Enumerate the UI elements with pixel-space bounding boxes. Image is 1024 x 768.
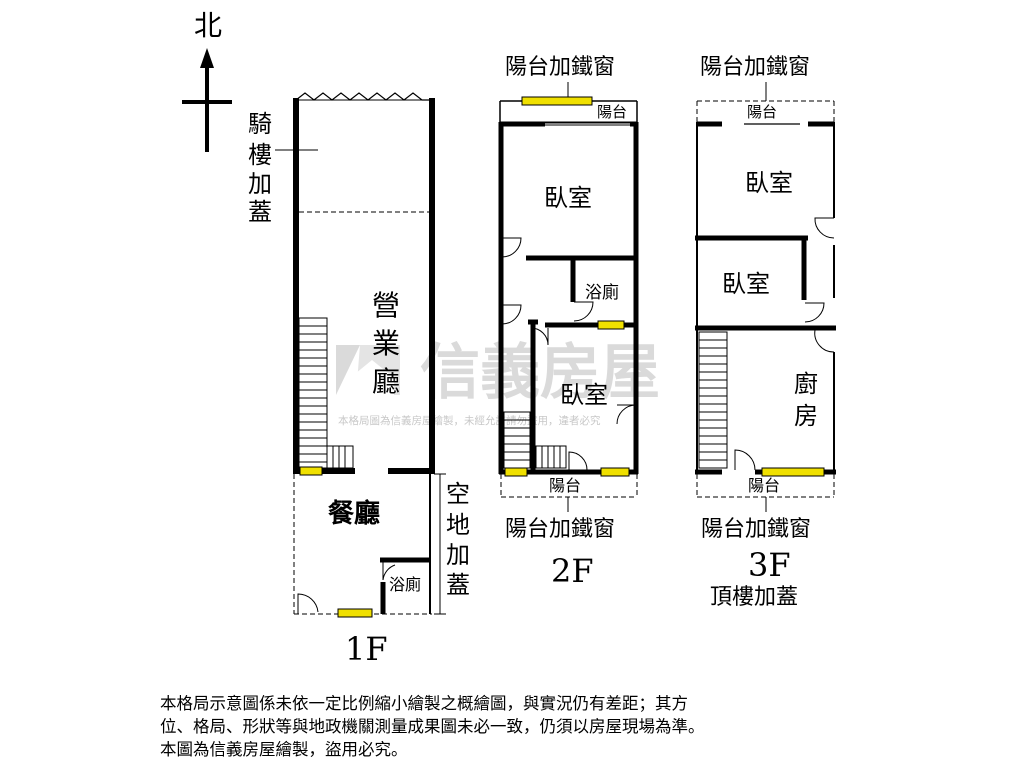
north-arrow: 北 — [182, 9, 232, 152]
label-vacant-1: 空 — [446, 480, 470, 508]
label-2f-bedroom-1: 臥室 — [544, 184, 592, 212]
watermark-brand: 信義房屋 — [420, 338, 660, 408]
label-arcade-2: 樓 — [248, 141, 272, 169]
caption-3f: 3F — [748, 546, 791, 584]
label-2f-window-bottom: 陽台加鐵窗 — [505, 517, 615, 542]
label-3f-balcony-bottom: 陽台 — [748, 476, 780, 495]
label-arcade-4: 蓋 — [248, 198, 272, 226]
window-3f-kitchen — [761, 467, 825, 477]
caption-2f: 2F — [551, 552, 594, 590]
door-1f-entry — [297, 593, 319, 614]
floor-2: 陽台加鐵窗 陽台 臥室 浴廁 臥室 陽台 陽台加鐵窗 2F — [498, 55, 639, 590]
door-1f-bath — [382, 560, 396, 581]
label-2f-balcony-top: 陽台 — [597, 103, 627, 121]
label-3f-balcony-top: 陽台 — [747, 103, 777, 121]
label-dining: 餐廳 — [328, 498, 380, 529]
watermark-logo-icon — [336, 345, 400, 395]
label-3f-bedroom-1: 臥室 — [745, 169, 793, 197]
window-1f-hall — [299, 466, 323, 476]
floor-3: 陽台加鐵窗 陽台 臥室 臥室 廚 房 陽台 陽台加鐵窗 3F 頂樓加蓋 — [695, 55, 836, 610]
north-label: 北 — [194, 9, 222, 42]
label-2f-window-top: 陽台加鐵窗 — [505, 55, 615, 80]
label-2f-balcony-bottom: 陽台 — [549, 476, 581, 495]
window-2f-bedroom — [600, 467, 630, 477]
label-2f-bedroom-2: 臥室 — [560, 381, 608, 409]
rolling-shutter — [295, 92, 431, 101]
staircase-2f — [503, 411, 567, 469]
caption-1f: 1F — [345, 630, 388, 668]
floor-1: 騎 樓 加 蓋 營 業 廳 餐廳 空 地 加 蓋 浴廁 1F — [248, 92, 470, 668]
disclaimer-line-3: 本圖為信義房屋繪製，盜用必究。 — [160, 740, 408, 759]
window-2f-top-balcony — [521, 96, 593, 106]
staircase-3f — [698, 331, 728, 469]
disclaimer: 本格局示意圖係未依一定比例縮小繪製之概繪圖，與實況仍有差距；其方 位、格局、形狀… — [160, 692, 920, 761]
label-3f-window-bottom: 陽台加鐵窗 — [701, 517, 811, 542]
disclaimer-line-2: 位、格局、形狀等與地政機關測量成果圖未必一致，仍須以房屋現場為準。 — [160, 717, 705, 736]
label-3f-window-top: 陽台加鐵窗 — [700, 55, 810, 80]
window-1f-dining — [337, 608, 373, 618]
window-2f-bath — [597, 320, 625, 330]
label-vacant-3: 加 — [446, 541, 470, 569]
label-3f-kitchen-1: 廚 — [794, 370, 818, 398]
watermark-notice: 本格局圖為信義房屋繪製，未經允許請勿盜用，違者必究 — [338, 414, 601, 427]
label-hall-3: 廳 — [372, 365, 400, 398]
label-arcade-1: 騎 — [248, 110, 272, 138]
staircase-1f — [298, 317, 354, 469]
label-3f-bedroom-2: 臥室 — [722, 270, 770, 298]
label-2f-bath: 浴廁 — [585, 282, 619, 303]
label-3f-kitchen-2: 房 — [794, 402, 818, 430]
label-vacant-4: 蓋 — [446, 571, 470, 599]
label-hall-1: 營 — [372, 289, 400, 322]
window-2f-stair — [504, 467, 528, 477]
label-hall-2: 業 — [372, 327, 400, 360]
north-arrow-icon — [200, 48, 214, 68]
label-vacant-2: 地 — [446, 511, 470, 539]
caption-3f-sub: 頂樓加蓋 — [710, 585, 798, 610]
label-arcade-3: 加 — [248, 170, 272, 198]
disclaimer-line-1: 本格局示意圖係未依一定比例縮小繪製之概繪圖，與實況仍有差距；其方 — [160, 694, 688, 713]
label-bath-1f: 浴廁 — [389, 575, 421, 594]
